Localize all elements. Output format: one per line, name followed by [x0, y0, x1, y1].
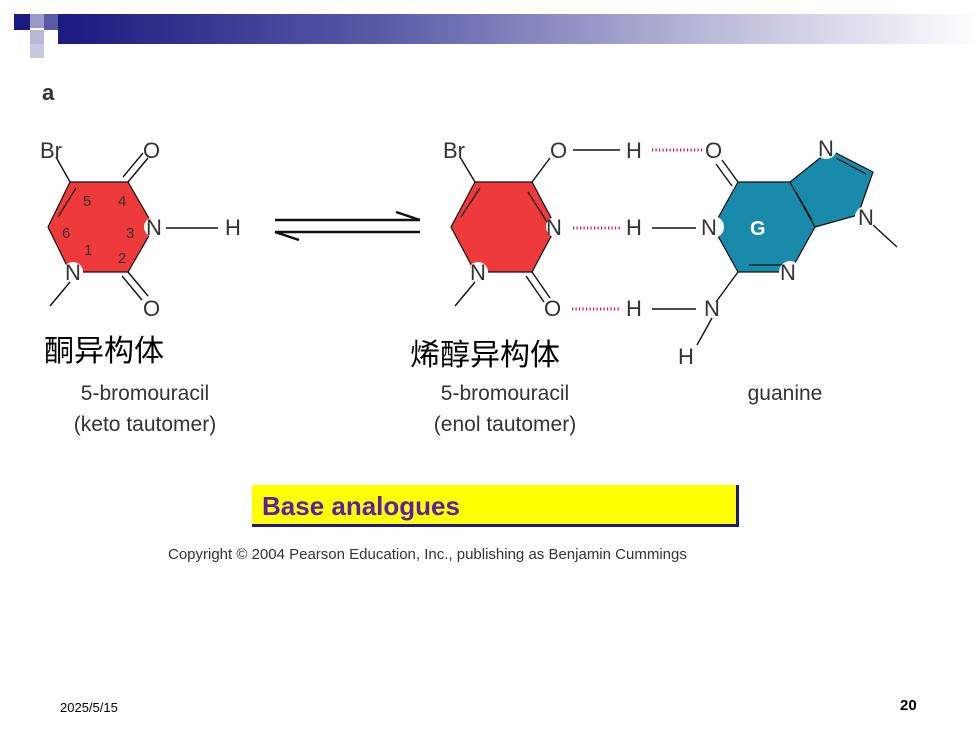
enol-ring: [450, 181, 557, 273]
guanine-nh2-n-label: N: [704, 296, 720, 321]
enol-oh-bond: [531, 157, 551, 183]
keto-h-label: H: [225, 215, 241, 240]
enol-o2-bond: [531, 271, 551, 299]
guanine-n1-label: N: [701, 215, 717, 240]
enol-o2-label: O: [544, 296, 561, 321]
panel-label: a: [42, 80, 55, 105]
keto-br-bond: [55, 156, 71, 183]
banner-text: Base analogues: [262, 491, 460, 521]
ring-number-6: 6: [62, 225, 70, 242]
enol-structure: Br O H N H N O H: [443, 138, 642, 321]
keto-caption-tautomer: (keto tautomer): [73, 413, 217, 436]
enol-n3-label: N: [546, 215, 562, 240]
header-square-light: [30, 14, 44, 28]
guanine-n3-label: N: [780, 260, 796, 285]
enol-h-mid-label: H: [626, 215, 642, 240]
enol-caption: 5-bromouracil (enol tautomer): [410, 378, 600, 440]
guanine-g-label: G: [750, 218, 766, 240]
ring-number-5: 5: [83, 193, 91, 210]
ring-number-2: 2: [118, 250, 126, 267]
enol-h-top-label: H: [626, 138, 642, 163]
ring-number-3: 3: [126, 225, 134, 242]
keto-o-label: O: [143, 138, 160, 163]
enol-o-label: O: [550, 138, 567, 163]
enol-caption-name: 5-bromouracil: [440, 382, 570, 405]
keto-methyl-bond: [49, 281, 71, 307]
enol-methyl-bond: [454, 281, 476, 307]
slide-page-number: 20: [900, 697, 917, 714]
guanine-n9-label: N: [858, 205, 874, 230]
header-square-light: [30, 30, 44, 44]
keto-n1-label: N: [65, 260, 81, 285]
header-gradient: [58, 14, 980, 44]
equilibrium-arrow: [274, 210, 421, 242]
keto-n3-label: N: [146, 215, 162, 240]
ring-number-4: 4: [118, 193, 126, 210]
copyright-text: Copyright © 2004 Pearson Education, Inc.…: [168, 546, 687, 563]
base-analogues-banner: Base analogues: [252, 485, 739, 527]
guanine-o-label: O: [705, 138, 722, 163]
slide-header-bar: [0, 0, 980, 60]
keto-structure: Br O N H N O 5 4 6 3 1 2: [40, 138, 241, 321]
hydrogen-bonds: [572, 148, 703, 311]
guanine-caption: guanine: [747, 382, 823, 405]
guanine-structure: O N N G N N N H: [678, 136, 898, 369]
ring-number-1: 1: [84, 242, 92, 259]
tautomer-diagram: Br O N H N O 5 4 6 3 1 2 Br O H N H N: [40, 136, 898, 369]
enol-br-label: Br: [443, 138, 465, 163]
header-square-mid: [44, 14, 58, 30]
enol-h-bottom-label: H: [626, 296, 642, 321]
keto-o2-bond: [127, 271, 149, 297]
header-square-lower: [30, 44, 44, 58]
keto-o2-label: O: [143, 296, 160, 321]
keto-chinese-label: 酮异构体: [44, 334, 164, 369]
keto-o-bond: [127, 157, 149, 183]
enol-caption-tautomer: (enol tautomer): [433, 413, 577, 436]
enol-br-bond: [459, 156, 476, 183]
enol-n1-label: N: [470, 260, 486, 285]
keto-br-label: Br: [40, 138, 62, 163]
guanine-n-top-label: N: [818, 136, 834, 161]
keto-caption: 5-bromouracil (keto tautomer): [50, 378, 240, 440]
keto-caption-name: 5-bromouracil: [80, 382, 210, 405]
guanine-nh2-h-label: H: [678, 344, 694, 369]
enol-chinese-label: 烯醇异构体: [410, 338, 560, 373]
slide-date: 2025/5/15: [60, 700, 118, 715]
header-square-dark: [14, 14, 30, 30]
